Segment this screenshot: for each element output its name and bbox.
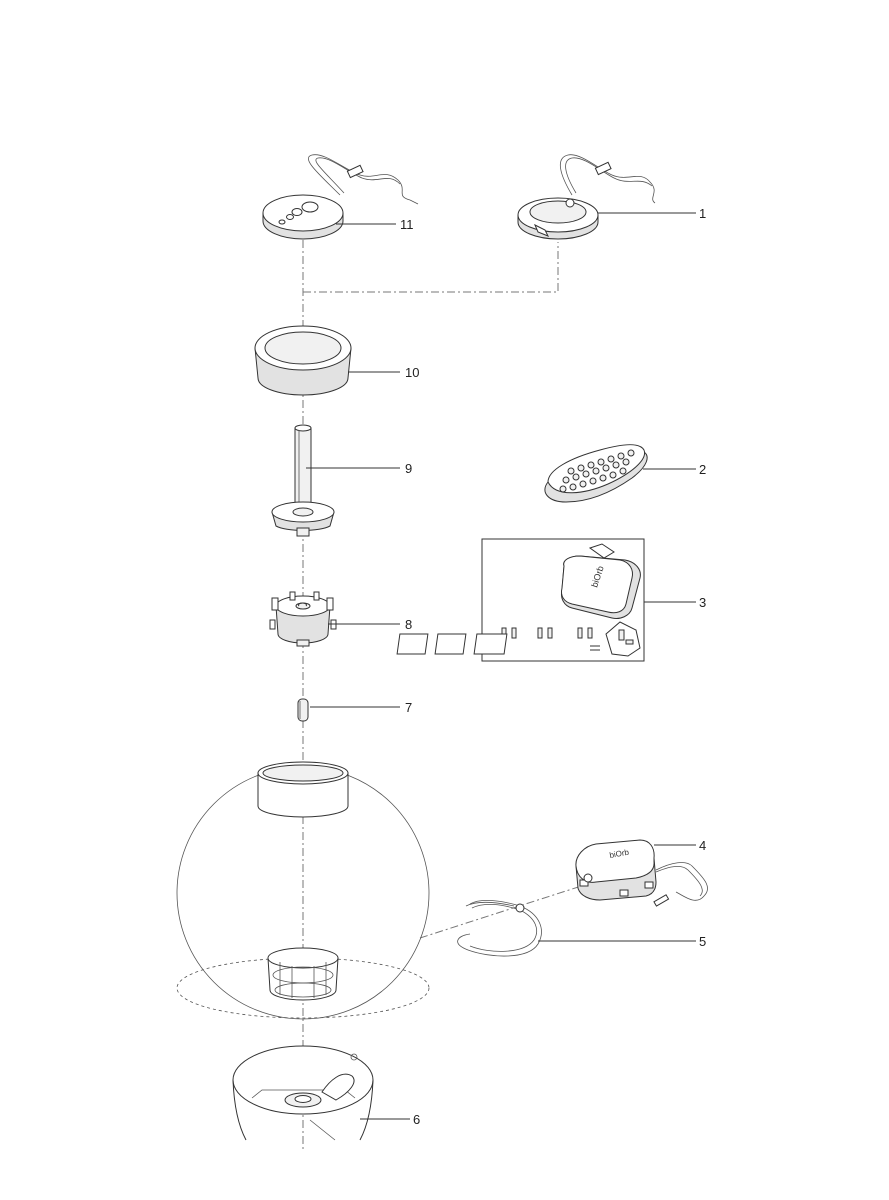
part-8-filter-cartridge <box>269 591 337 647</box>
pump-logo: biOrb <box>609 848 630 860</box>
callout-4: 4 <box>699 838 706 853</box>
remote-buttons <box>559 449 635 493</box>
plug-eu-flat-1 <box>396 627 517 655</box>
part-11-light-unit <box>262 154 419 240</box>
part-1-light-unit <box>517 154 656 240</box>
leader-lines <box>306 212 696 1120</box>
callout-5: 5 <box>699 934 706 949</box>
tank-globe <box>176 761 430 1020</box>
plug-uk <box>605 621 641 657</box>
part-4-air-pump: biOrb <box>575 839 708 907</box>
callout-8: 8 <box>405 617 412 632</box>
part-2-remote-control <box>544 444 648 503</box>
part-7-airstone <box>297 698 309 722</box>
plug-eu-round <box>473 627 600 655</box>
part-3-power-adapter-kit: biOrb <box>396 538 645 662</box>
callout-9: 9 <box>405 461 412 476</box>
callout-labels: 1 2 3 4 5 6 7 8 9 10 11 <box>400 206 706 1127</box>
callout-3: 3 <box>699 595 706 610</box>
part-6-base <box>232 1045 374 1141</box>
callout-2: 2 <box>699 462 706 477</box>
plug-eu-flat-2 <box>434 627 553 655</box>
callout-1: 1 <box>699 206 706 221</box>
callout-10: 10 <box>405 365 419 380</box>
callout-11: 11 <box>400 217 414 232</box>
part-9-filter-tube <box>271 424 335 537</box>
part-10-lid-ring <box>254 325 352 396</box>
callout-6: 6 <box>413 1112 420 1127</box>
callout-7: 7 <box>405 700 412 715</box>
part-5-air-tube <box>457 900 542 957</box>
